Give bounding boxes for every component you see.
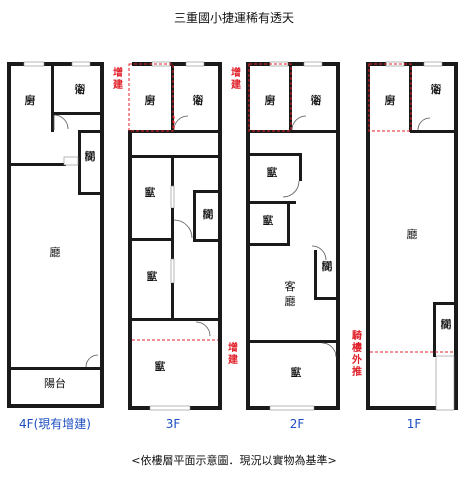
floor-plan-3f: 增建 增建 廚房 衛浴 臥室 梯間 臥室 臥室: [112, 61, 239, 411]
floor-label-4f: 4F(現有增建): [19, 417, 91, 431]
room-hall-label: 廳: [50, 245, 61, 259]
room-stairs-label: 梯間: [441, 318, 452, 331]
room-stairs-label: 梯間: [85, 150, 96, 163]
room-balcony-label: 陽台: [44, 376, 66, 390]
room-bath-label: 衛浴: [75, 83, 86, 96]
annotation-extension-top-2f: 增建: [230, 66, 242, 91]
room-stairs-label: 梯間: [322, 260, 333, 273]
room-bath-label: 衛浴: [193, 94, 204, 107]
room-kitchen-label: 廚房: [25, 93, 36, 107]
room-hall-label: 廳: [407, 227, 418, 241]
room-bath-label: 衛浴: [311, 94, 322, 107]
room-stairs-label: 梯間: [203, 208, 214, 221]
room-bedroom-label: 臥室: [263, 213, 274, 227]
room-living-label-line2: 廳: [285, 294, 296, 308]
annotation-extension-top-3f: 增建: [112, 66, 124, 91]
room-bedroom-label: 臥室: [291, 365, 302, 379]
floor-plan-1f: 騎樓外推 廚房 衛浴 廳 梯間: [351, 61, 458, 411]
floor-label-1f: 1F: [407, 417, 422, 431]
room-living-label-line1: 客: [285, 279, 296, 293]
floor-label-3f: 3F: [166, 417, 181, 431]
room-kitchen-label: 廚房: [385, 93, 396, 107]
room-bedroom-label: 臥室: [145, 185, 156, 199]
room-bedroom-label: 臥室: [155, 359, 166, 373]
room-kitchen-label: 廚房: [265, 93, 276, 107]
room-bath-label: 衛浴: [431, 83, 442, 96]
footer-note: <依樓層平面示意圖．現況以實物為基準>: [131, 453, 336, 467]
annotation-arcade-1f: 騎樓外推: [351, 329, 362, 378]
floor-plan-4f: 廚房 衛浴 梯間 廳 陽台: [7, 61, 104, 408]
room-bedroom-label: 臥室: [147, 269, 158, 283]
room-kitchen-label: 廚房: [145, 93, 156, 107]
page-title: 三重國小捷運稀有透天: [174, 11, 294, 25]
floor-plan-2f: 增建 廚房 衛浴 臥室 臥室 梯間 客 廳 臥室: [230, 61, 340, 411]
room-bedroom-label: 臥室: [267, 165, 278, 179]
annotation-extension-bottom-3f: 增建: [227, 341, 239, 366]
floor-label-2f: 2F: [290, 417, 305, 431]
